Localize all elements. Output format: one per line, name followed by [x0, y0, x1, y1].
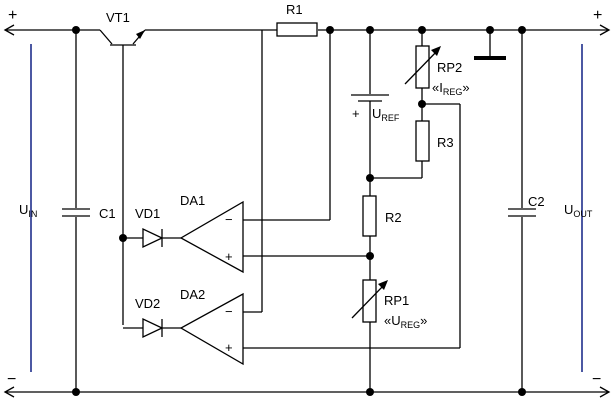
rail-plus-left: +	[8, 7, 17, 24]
r1-label: R1	[286, 2, 303, 17]
resistor-r3	[370, 120, 430, 179]
potentiometer-rp2	[404, 30, 461, 348]
resistor-r1	[276, 22, 318, 37]
r2-label: R2	[385, 210, 402, 225]
opamp-da2	[179, 30, 460, 366]
u-out-label: UOUT	[564, 202, 593, 219]
rail-minus-right: −	[592, 371, 601, 388]
rp2-function-label: «IREG»	[432, 80, 470, 97]
da1-label: DA1	[180, 193, 205, 208]
junction-dots	[72, 26, 526, 396]
diode-vd1	[123, 227, 181, 249]
r3-label: R3	[437, 135, 454, 150]
ground-symbol	[474, 30, 506, 60]
potentiometer-rp1	[351, 279, 388, 392]
rail-minus-left: −	[7, 371, 16, 388]
c1-label: C1	[99, 206, 116, 221]
u-in-label: UIN	[19, 202, 37, 219]
junction-dot	[326, 26, 334, 34]
rail-plus-right: +	[593, 7, 602, 24]
capacitor-c2	[508, 30, 536, 392]
junction-dot	[366, 252, 374, 260]
negative-rail	[3, 386, 611, 398]
transistor-vt1	[99, 29, 146, 325]
junction-dot	[366, 26, 374, 34]
da2-label: DA2	[180, 287, 205, 302]
junction-dot	[366, 174, 374, 182]
junction-dot	[518, 388, 526, 396]
junction-dot	[486, 26, 494, 34]
vd1-label: VD1	[135, 206, 160, 221]
da1-minus: −	[225, 212, 233, 227]
opamp-da1	[179, 30, 370, 274]
uref-label: UREF	[372, 106, 400, 123]
da2-minus: −	[225, 304, 233, 319]
capacitor-c1	[62, 30, 90, 392]
junction-dot	[418, 100, 426, 108]
resistor-r2	[362, 195, 377, 280]
rp1-label: RP1	[384, 293, 409, 308]
c2-label: C2	[528, 194, 545, 209]
junction-dot	[72, 26, 80, 34]
uref-plus: +	[352, 106, 360, 121]
rp1-function-label: «UREG»	[384, 313, 427, 330]
da2-plus: +	[225, 340, 233, 355]
vd2-label: VD2	[135, 296, 160, 311]
rp2-label: RP2	[437, 60, 462, 75]
junction-dot	[72, 388, 80, 396]
vt1-label: VT1	[106, 10, 130, 25]
diode-vd2	[123, 317, 181, 339]
junction-dot	[418, 26, 426, 34]
junction-dot	[518, 26, 526, 34]
da1-plus: +	[225, 249, 233, 264]
junction-dot	[119, 234, 127, 242]
junction-dot	[366, 388, 374, 396]
